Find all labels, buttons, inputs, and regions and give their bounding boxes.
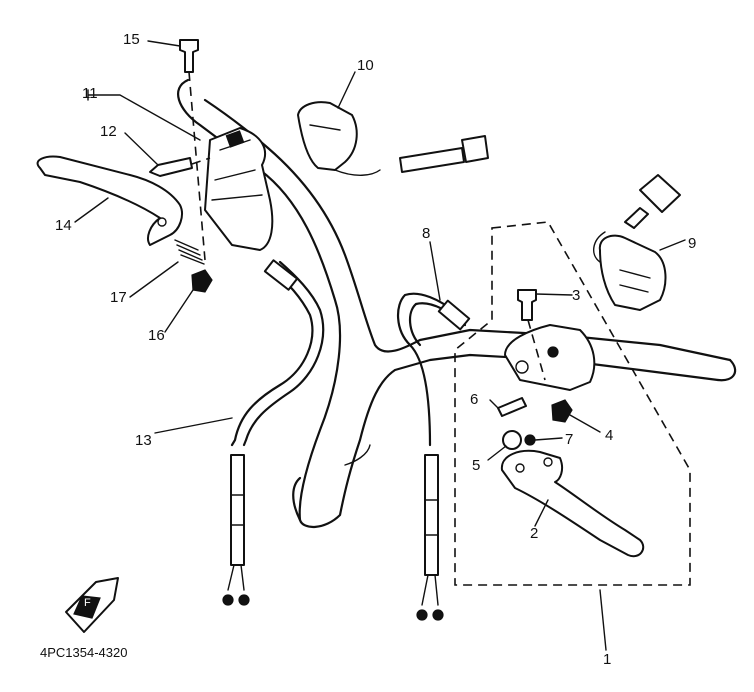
left-handlebar-switch [297, 101, 381, 176]
callout-15: 15 [123, 31, 140, 48]
callout-16: 16 [148, 327, 165, 344]
switch-connector-10 [399, 135, 489, 173]
front-arrow-label: F [84, 597, 91, 609]
callout-7: 7 [565, 431, 574, 448]
spring-17 [174, 239, 205, 265]
lever-assembly-boundary [454, 221, 691, 586]
catalog-number: 4PC1354-4320 [40, 645, 128, 660]
nut-16 [191, 269, 213, 293]
callout-3: 3 [572, 287, 581, 304]
front-arrow-icon [65, 577, 119, 633]
bolt-6 [497, 397, 527, 417]
callout-13: 13 [135, 432, 152, 449]
brake-cable-8 [397, 292, 471, 621]
right-handlebar-switch [593, 231, 667, 311]
right-lever-holder [504, 324, 596, 391]
nut-4 [551, 399, 573, 423]
washer-5 [502, 430, 522, 450]
callout-8: 8 [422, 225, 431, 242]
callout-5: 5 [472, 457, 481, 474]
callout-6: 6 [470, 391, 479, 408]
callout-4: 4 [605, 427, 614, 444]
right-switch-connector [624, 174, 681, 229]
callout-10: 10 [357, 57, 374, 74]
pivot-bolt-15 [179, 39, 206, 261]
callout-12: 12 [100, 123, 117, 140]
left-clutch-lever [36, 155, 183, 246]
callout-9: 9 [688, 235, 697, 252]
callout-2: 2 [530, 525, 539, 542]
bolt-12 [149, 157, 211, 177]
callout-17: 17 [110, 289, 127, 306]
bolt-7 [524, 434, 536, 446]
leader-lines [74, 40, 686, 651]
clutch-cable [222, 259, 325, 606]
left-lever-holder [204, 127, 274, 251]
right-brake-lever [500, 450, 645, 558]
callout-14: 14 [55, 217, 72, 234]
callout-1: 1 [603, 651, 612, 668]
callout-11: 11 [82, 85, 98, 102]
